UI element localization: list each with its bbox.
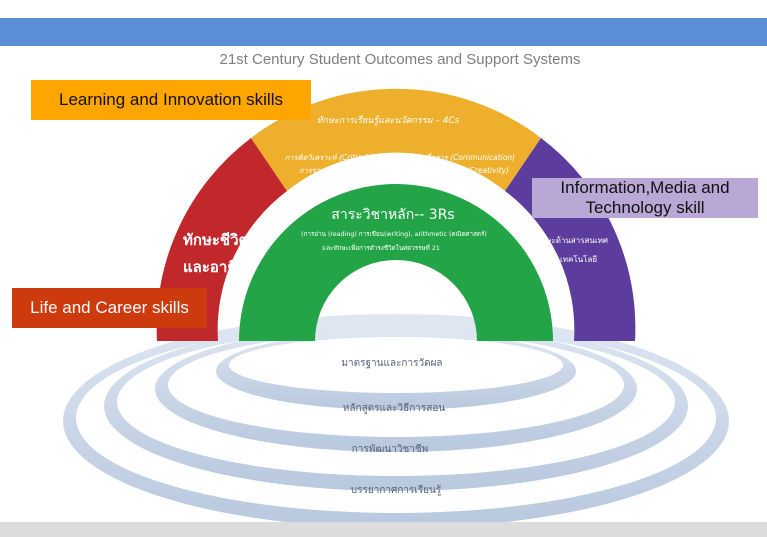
ring-label-curriculum: หลักสูตรและวิธีการสอน	[343, 402, 446, 414]
life-career-line1: ทักษะชีวิต	[183, 231, 248, 249]
info-media-tech-line2: สื่อและเทคโนโลยี	[536, 253, 597, 264]
learning-innovation-line1: การคิดวิเคราะห์ (Critical thinking) • กา…	[285, 152, 515, 162]
core-subjects-heading: สาระวิชาหลัก-- 3Rs	[331, 207, 454, 223]
info-media-tech-line1: ทักษะด้านสารสนเทศ	[536, 236, 608, 245]
arc-learning-innovation	[251, 88, 541, 191]
ring-label-standards: มาตรฐานและการวัดผล	[341, 358, 442, 369]
callout-learning-innovation: Learning and Innovation skills	[31, 80, 311, 120]
ring-label-professional-development: การพัฒนาวิชาชีพ	[352, 443, 429, 455]
support-rings	[63, 314, 729, 528]
callout-life-career: Life and Career skills	[12, 288, 207, 328]
callout-life-text: Life and Career skills	[30, 298, 189, 317]
bottom-bar	[0, 522, 767, 537]
life-career-line2: และอาชีพ	[183, 258, 248, 276]
header-bar	[0, 18, 767, 46]
callout-info-line1: Information,Media and	[560, 178, 730, 197]
core-subjects-line2: และทักษะเพื่อการดำรงชีวิตในศตวรรษที่ 21	[322, 243, 440, 252]
core-subjects-line1: (การอ่าน (reading) การเขียน(writing), ar…	[301, 230, 487, 238]
learning-innovation-line2: การร่วมมือ (Collaboration) • ความคิดสร้า…	[299, 166, 509, 175]
diagram-title: 21st Century Student Outcomes and Suppor…	[219, 51, 580, 68]
callout-info-line2: Technology skill	[585, 198, 705, 217]
callout-learning-text: Learning and Innovation skills	[59, 90, 283, 109]
top-band	[0, 0, 767, 14]
arc-core-subjects	[239, 184, 553, 341]
learning-innovation-heading: ทักษะการเรียนรู้และนวัตกรรม – 4Cs	[317, 115, 460, 126]
ring-label-learning-environment: บรรยากาศการเรียนรู้	[351, 484, 442, 496]
ring-1-inner	[229, 337, 563, 393]
callout-info-media-tech: Information,Media and Technology skill	[532, 178, 758, 218]
